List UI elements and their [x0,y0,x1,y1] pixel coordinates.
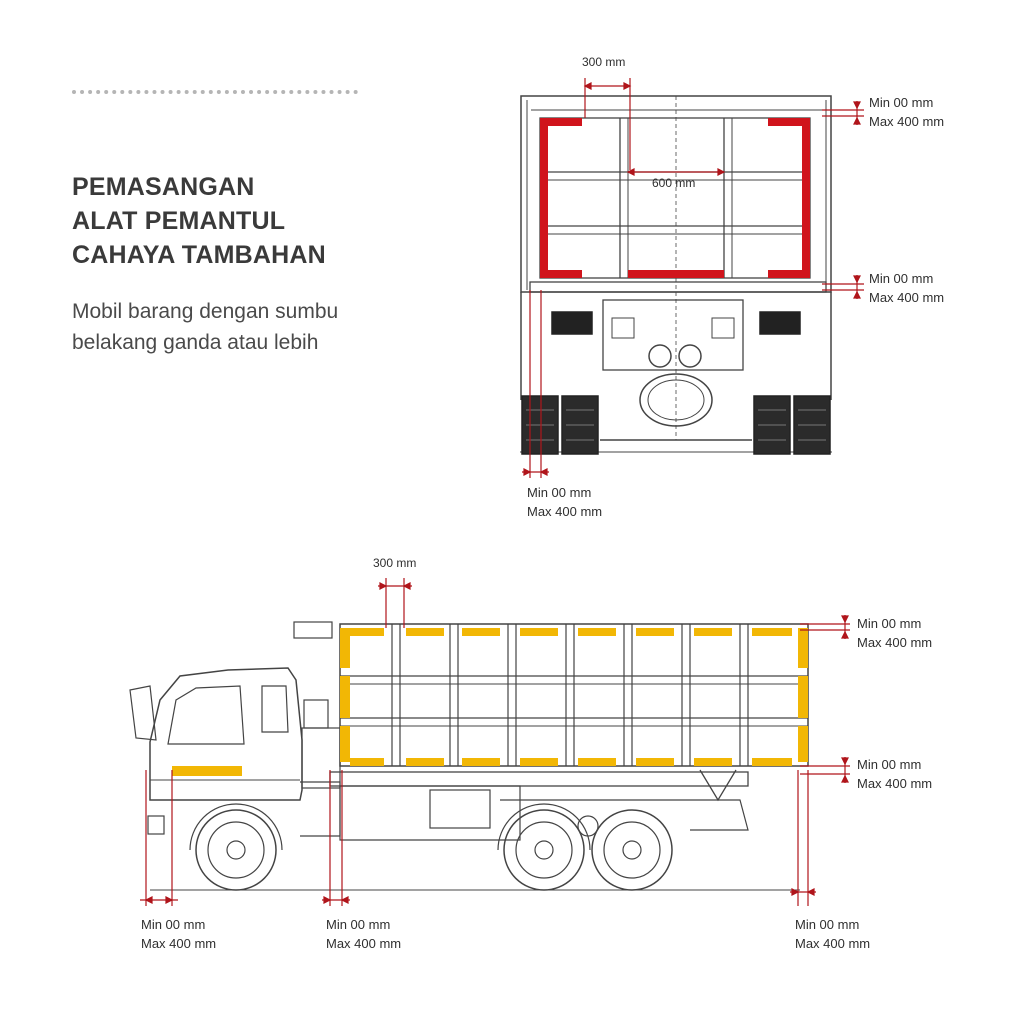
title-line-2: ALAT PEMANTUL [72,207,286,235]
page-subtitle: Mobil barang dengan sumbu belakang ganda… [72,300,339,354]
rear-wheel-1 [503,809,585,891]
side-bottom-label-rear: Min 00 mm Max 400 mm [795,917,871,951]
reflector-segment [406,628,444,636]
side-reflector-tape [172,628,808,776]
reflector-segment [578,758,616,766]
title-line-1: PEMASANGAN [72,173,255,201]
reflector-segment [798,676,808,718]
reflector-segment [540,118,582,126]
reflector-segment [520,628,558,636]
reflector-segment [694,758,732,766]
reflector-segment [628,270,724,278]
reflector-segment [768,270,810,278]
side-lower-right-label: Min 00 mm Max 400 mm [857,757,933,791]
side-bottom-label-middle: Min 00 mm Max 400 mm [326,917,402,951]
rear-dim-top: 300 mm [582,55,626,69]
reflector-segment [798,628,808,668]
reflector-segment [350,628,384,636]
reflector-segment [636,628,674,636]
rear-dimension-lines [522,78,864,478]
side-top-right-label: Min 00 mm Max 400 mm [857,616,933,650]
reflector-segment [520,758,558,766]
rear-reflector-tape [540,118,810,278]
rear-dim-middle: 600 mm [652,176,696,190]
reflector-segment [462,758,500,766]
reflector-segment [752,628,792,636]
reflector-segment [340,726,350,762]
rear-bottom-left-label: Min 00 mm Max 400 mm [527,485,603,519]
reflector-segment [798,726,808,762]
page-title: PEMASANGAN ALAT PEMANTUL CAHAYA TAMBAHAN [72,170,326,272]
side-bottom-label-front: Min 00 mm Max 400 mm [141,917,217,951]
rear-tyre-treads [526,409,826,441]
rear-wheel-2 [591,809,673,891]
dotted-divider [72,90,358,94]
side-dimension-lines [140,578,850,906]
truck-cab [149,667,303,801]
rear-top-right-label: Min 00 mm Max 400 mm [869,95,945,129]
title-line-3: CAHAYA TAMBAHAN [72,241,326,269]
reflector-segment [540,270,582,278]
front-wheel [195,809,277,891]
reflector-segment [350,758,384,766]
reflector-segment [752,758,792,766]
reflector-segment [540,118,548,278]
reflector-segment [172,766,242,776]
reflector-segment [694,628,732,636]
reflector-segment [768,118,810,126]
side-truck-outline [129,621,809,891]
reflector-segment [636,758,674,766]
reflector-segment [340,628,350,668]
reflector-segment [802,118,810,278]
reflector-segment [578,628,616,636]
reflector-segment [462,628,500,636]
rear-bottom-right-label: Min 00 mm Max 400 mm [869,271,945,305]
side-dim-top: 300 mm [373,556,417,570]
reflector-segment [406,758,444,766]
reflector-segment [340,676,350,718]
